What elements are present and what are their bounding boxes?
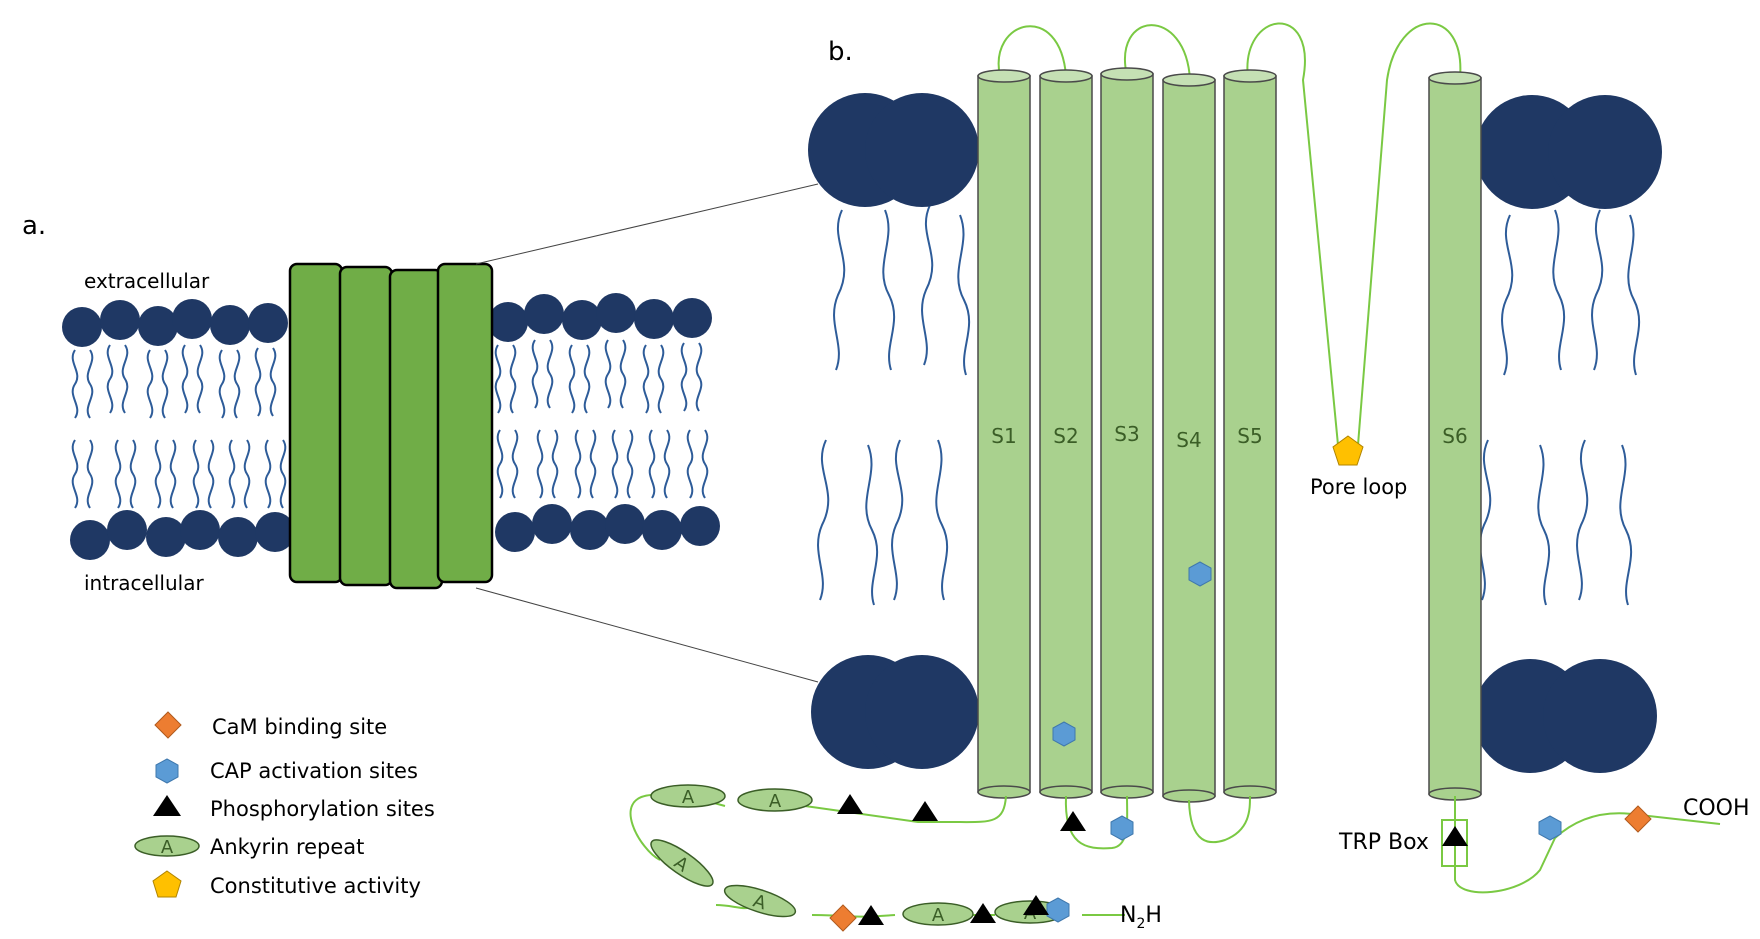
intracellular-linkers	[629, 794, 1721, 918]
hexagon-icon	[155, 758, 179, 784]
channel-a	[288, 262, 494, 590]
extracellular-label: extracellular	[84, 269, 210, 293]
legend-item-cap: CAP activation sites	[155, 758, 418, 784]
phospho-site-marker	[1442, 826, 1468, 846]
channel-a-helix-2	[338, 265, 394, 587]
segment-label-s5: S5	[1237, 424, 1262, 448]
bilayer-b-heads	[808, 93, 1662, 773]
phospho-site-marker	[1023, 895, 1049, 915]
phospho-site-marker	[970, 903, 996, 923]
tm-segments	[977, 67, 1482, 803]
cap-site-marker	[1110, 815, 1134, 841]
segment-labels: S1 S2 S3 S4 S5 S6	[991, 422, 1467, 452]
ankyrin-repeat: A	[650, 839, 714, 887]
diamond-icon	[154, 711, 182, 739]
trp-box-label: TRP Box	[1338, 830, 1429, 855]
segment-s5	[1223, 69, 1277, 799]
legend-item-ankyrin: A Ankyrin repeat	[134, 835, 364, 859]
phospho-site-marker	[1060, 811, 1086, 831]
legend-item-cam: CaM binding site	[154, 711, 387, 739]
ankyrin-repeat: A	[723, 884, 797, 918]
extracellular-loops	[997, 22, 1462, 446]
segment-s2	[1039, 69, 1093, 799]
svg-text:A: A	[161, 837, 174, 858]
cap-site-marker	[1538, 815, 1562, 841]
cam-sites	[829, 805, 1652, 932]
legend: CaM binding site CAP activation sites Ph…	[134, 711, 435, 898]
legend-label-cam: CaM binding site	[212, 715, 387, 739]
segment-label-s6: S6	[1442, 424, 1467, 448]
zoom-lines	[475, 183, 819, 683]
segment-label-s2: S2	[1053, 424, 1078, 448]
segment-label-s4: S4	[1176, 428, 1201, 452]
phospho-site-marker	[837, 794, 863, 814]
pentagon-icon	[152, 870, 182, 898]
ankyrin-repeat: A	[650, 784, 726, 808]
trp-box-marker	[1441, 819, 1468, 867]
svg-text:A: A	[682, 787, 695, 808]
segment-label-s1: S1	[991, 424, 1016, 448]
ankyrin-repeats: A A A A A A	[650, 784, 1066, 926]
panel-a-label: a.	[22, 211, 46, 241]
channel-a-helix-3	[388, 268, 444, 590]
segment-s1	[977, 69, 1031, 799]
n-terminus-label: N2H	[1120, 903, 1162, 932]
phospho-sites	[837, 794, 1468, 925]
cap-site-marker	[1188, 561, 1212, 587]
segment-s3	[1100, 67, 1154, 799]
legend-label-constitutive: Constitutive activity	[210, 874, 421, 898]
cap-sites	[1046, 561, 1562, 923]
channel-a-helix-1	[288, 262, 344, 584]
svg-text:A: A	[769, 791, 782, 812]
phospho-site-marker	[858, 905, 884, 925]
intracellular-label: intracellular	[84, 571, 204, 595]
cam-site-marker	[1624, 805, 1652, 833]
phospho-site-marker	[912, 801, 938, 821]
legend-label-ankyrin: Ankyrin repeat	[210, 835, 364, 859]
legend-label-cap: CAP activation sites	[210, 759, 418, 783]
constitutive-activity-marker	[1332, 435, 1364, 466]
cam-site-marker	[829, 904, 857, 932]
segment-label-s3: S3	[1114, 422, 1139, 446]
legend-label-phospho: Phosphorylation sites	[210, 797, 435, 821]
ankyrin-repeat: A	[902, 902, 974, 926]
channel-a-helix-4	[436, 262, 494, 584]
cap-site-marker	[1052, 721, 1076, 747]
triangle-icon	[153, 795, 181, 816]
ankyrin-repeat: A	[737, 788, 813, 812]
svg-text:A: A	[932, 905, 945, 926]
legend-item-constitutive: Constitutive activity	[152, 870, 421, 898]
pore-loop-label: Pore loop	[1310, 475, 1407, 499]
segment-s4	[1162, 73, 1216, 803]
ellipse-icon	[134, 835, 200, 857]
c-terminus-label: COOH	[1683, 796, 1750, 821]
bilayer-a-heads	[62, 293, 720, 560]
cap-site-marker	[1046, 897, 1070, 923]
legend-item-phospho: Phosphorylation sites	[153, 795, 435, 821]
panel-b-label: b.	[828, 37, 853, 67]
